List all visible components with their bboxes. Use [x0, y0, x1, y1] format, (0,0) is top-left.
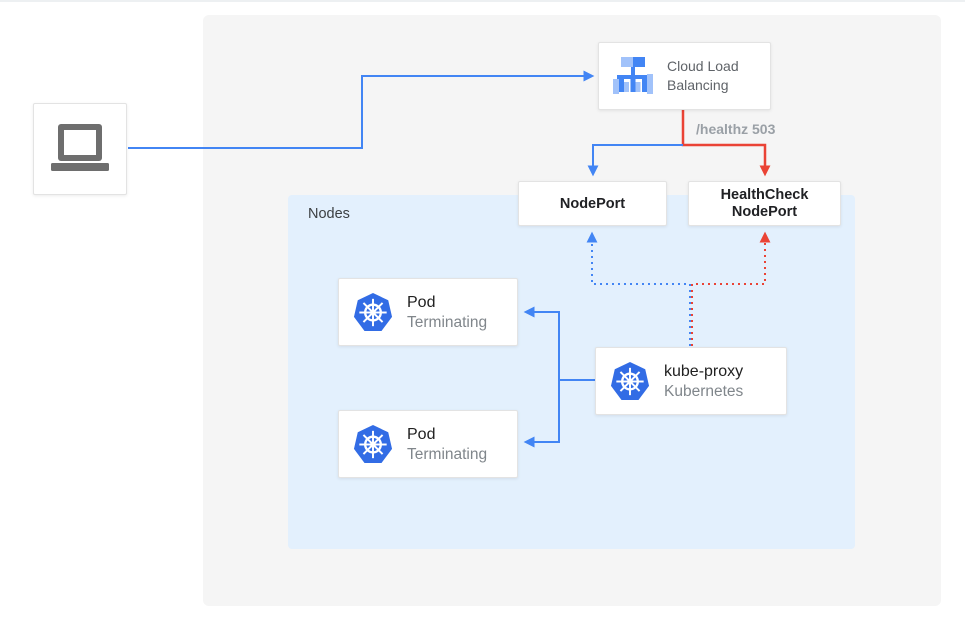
pod-status: Terminating — [407, 445, 488, 463]
healthcheck-nodeport-box: HealthCheck NodePort — [688, 181, 841, 226]
healthz-label: /healthz 503 — [696, 121, 776, 137]
pod-box-2: Pod Terminating — [338, 410, 518, 478]
kube-proxy-subtitle: Kubernetes — [664, 382, 744, 400]
healthcheck-nodeport-label-line1: HealthCheck — [720, 186, 809, 203]
kubernetes-icon — [353, 292, 393, 331]
nodeport-label: NodePort — [559, 195, 626, 212]
pod-box-1: Pod Terminating — [338, 278, 518, 346]
kubernetes-icon — [353, 424, 393, 463]
pod-title: Pod — [407, 425, 436, 443]
cloud-load-balancing-icon — [613, 57, 653, 94]
laptop-icon — [51, 124, 109, 171]
cloud-load-balancing-label: Cloud Load Balancing — [667, 58, 739, 93]
pod-status: Terminating — [407, 313, 488, 331]
client-device-box — [33, 103, 127, 195]
kubernetes-icon — [610, 361, 650, 400]
pod-title: Pod — [407, 293, 436, 311]
nodeport-box: NodePort — [518, 181, 667, 226]
kube-proxy-title: kube-proxy — [664, 362, 744, 380]
nodes-label: Nodes — [308, 206, 350, 222]
healthcheck-nodeport-label-line2: NodePort — [731, 203, 798, 220]
kube-proxy-text: kube-proxy Kubernetes — [664, 361, 743, 402]
top-divider — [0, 0, 965, 2]
pod-text: Pod Terminating — [407, 292, 487, 333]
kube-proxy-box: kube-proxy Kubernetes — [595, 347, 787, 415]
pod-text: Pod Terminating — [407, 424, 487, 465]
cloud-load-balancing-box: Cloud Load Balancing — [598, 42, 771, 110]
